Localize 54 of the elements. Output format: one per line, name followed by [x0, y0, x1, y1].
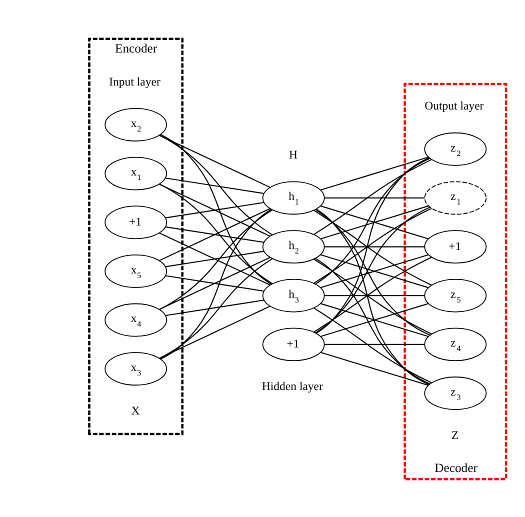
- node-ellipse: x$_{2}$: [104, 108, 167, 141]
- label: X: [131, 404, 140, 417]
- connector: [166, 274, 264, 292]
- node-ellipse: +1: [424, 230, 487, 264]
- node-ellipse: z$_{5}$: [424, 278, 487, 312]
- connector: [316, 156, 430, 334]
- node-ellipse: x$_{4}$: [104, 302, 167, 336]
- label: Output layer: [424, 99, 484, 112]
- connector: [324, 246, 425, 247]
- connector: [314, 307, 432, 383]
- connector: [159, 232, 270, 285]
- connector: [166, 226, 264, 242]
- connector: [315, 157, 430, 284]
- connector: [324, 196, 425, 198]
- connector: [315, 258, 430, 384]
- node-ellipse: h$_{3}$: [262, 278, 325, 312]
- node-ellipse: x$_{3}$: [104, 352, 167, 386]
- node-ellipse: z$_{4}$: [424, 327, 487, 361]
- connector: [324, 343, 425, 344]
- node-ellipse: +1: [104, 205, 167, 239]
- node-ellipse: h$_{1}$: [262, 180, 325, 214]
- connector: [314, 158, 432, 234]
- connector: [159, 183, 273, 284]
- connector: [324, 294, 425, 296]
- node-ellipse: z$_{1}$: [424, 180, 487, 214]
- label: Z: [451, 428, 459, 442]
- connector: [159, 256, 270, 310]
- node-ellipse: z$_{3}$: [424, 376, 487, 410]
- node-ellipse: x$_{1}$: [104, 156, 167, 190]
- label: Input layer: [109, 74, 160, 88]
- connector: [159, 134, 270, 188]
- connector: [316, 208, 430, 385]
- connector: [166, 201, 264, 218]
- connector: [166, 299, 264, 316]
- connector: [320, 351, 429, 386]
- connector: [166, 250, 264, 267]
- connector: [320, 254, 429, 288]
- connector: [160, 208, 272, 360]
- label: Hidden layer: [262, 380, 323, 393]
- node-ellipse: +1: [262, 327, 325, 361]
- node-ellipse: x$_{5}$: [104, 254, 167, 288]
- node-ellipse: h$_{2}$: [262, 230, 325, 264]
- connector: [159, 258, 273, 358]
- connector: [320, 204, 429, 239]
- node-ellipse: z$_{2}$: [424, 132, 487, 166]
- connector: [160, 133, 272, 284]
- connector: [159, 208, 273, 310]
- connector: [320, 156, 429, 190]
- connector: [159, 208, 270, 261]
- connector: [320, 302, 429, 336]
- connector: [166, 177, 264, 194]
- connector: [159, 305, 270, 358]
- label: H: [289, 148, 298, 162]
- connector: [159, 134, 273, 235]
